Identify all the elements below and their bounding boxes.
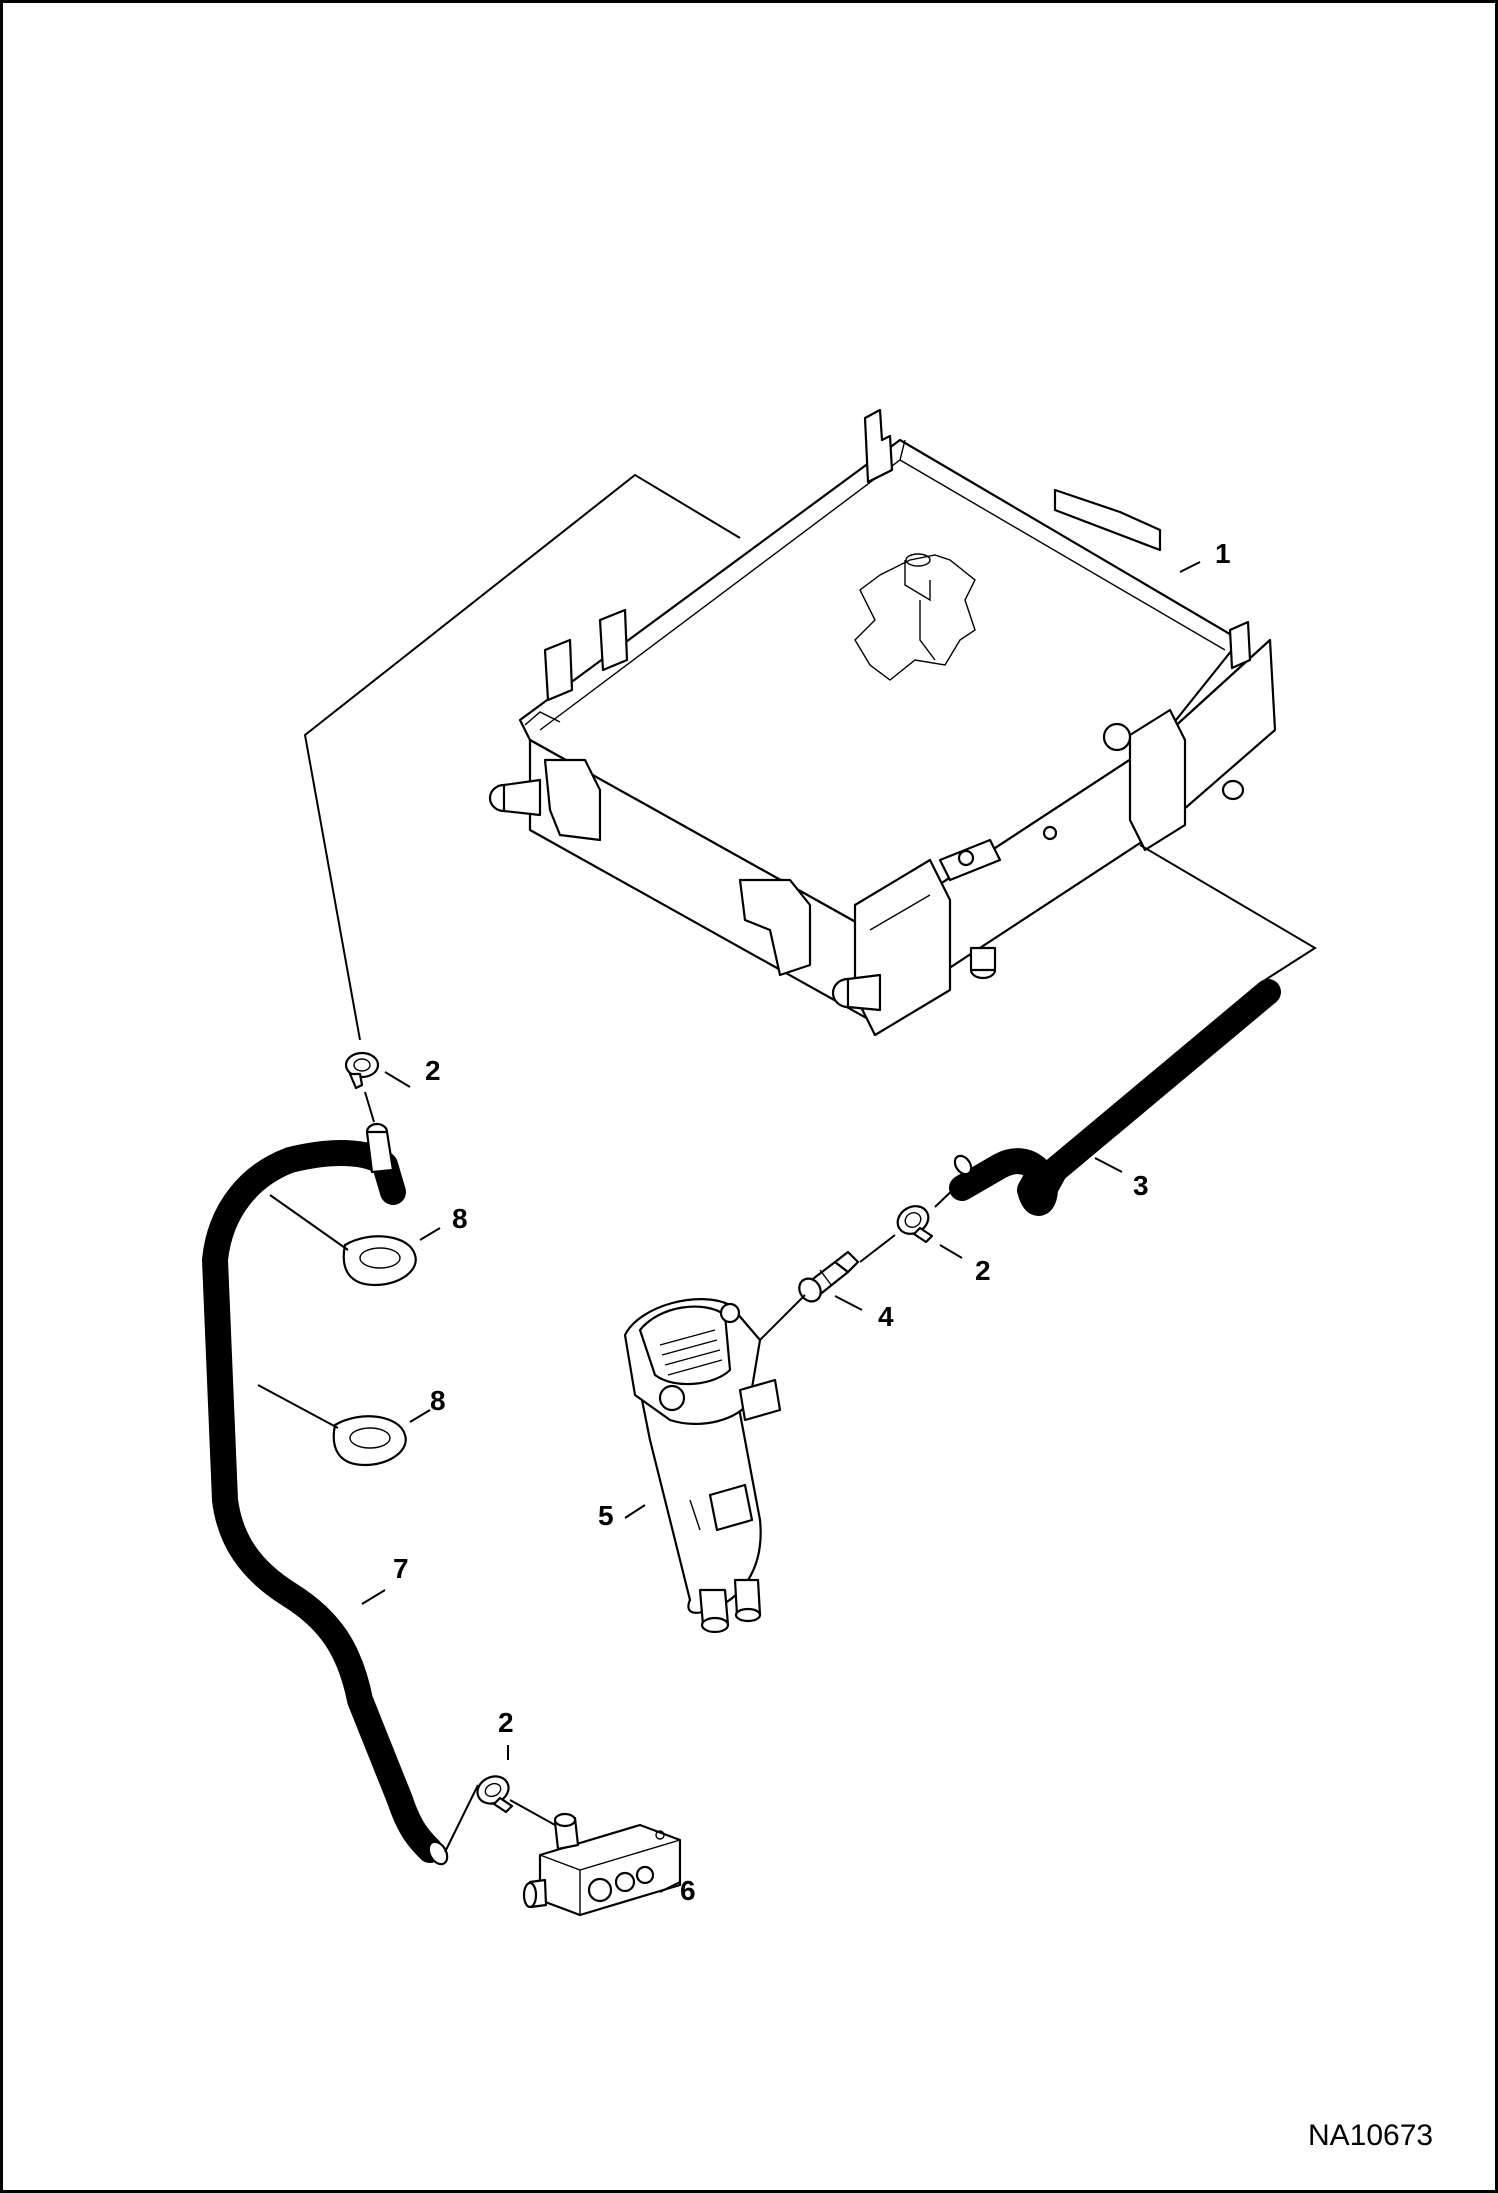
- reservoir-part-5: [623, 1298, 782, 1634]
- callout-2-right: 2: [975, 1255, 991, 1286]
- grommet-part-8-upper: [342, 1235, 417, 1287]
- clamp-part-2-right: [896, 1205, 934, 1244]
- callout-6: 6: [680, 1875, 696, 1906]
- radiator-part-1: [488, 408, 1277, 1037]
- callout-8-upper: 8: [452, 1203, 468, 1234]
- hose-part-3: [949, 979, 1281, 1216]
- callout-1: 1: [1215, 538, 1231, 569]
- hose-part-7: [202, 1122, 449, 1866]
- leader-lines: [257, 473, 1317, 1893]
- callout-4: 4: [878, 1301, 894, 1332]
- callout-8-lower: 8: [430, 1385, 446, 1416]
- callout-3: 3: [1133, 1170, 1149, 1201]
- clamp-part-2-top-left: [344, 1051, 380, 1090]
- valve-block-part-6: [522, 1812, 682, 1917]
- callout-5: 5: [598, 1500, 614, 1531]
- grommet-part-8-lower: [332, 1415, 407, 1467]
- fitting-part-4: [798, 1250, 860, 1303]
- callout-2-top-left: 2: [425, 1055, 441, 1086]
- clamp-part-2-bottom: [476, 1775, 514, 1814]
- callout-7: 7: [393, 1553, 409, 1584]
- callout-2-bottom: 2: [498, 1707, 514, 1738]
- document-id: NA10673: [1308, 2119, 1433, 2152]
